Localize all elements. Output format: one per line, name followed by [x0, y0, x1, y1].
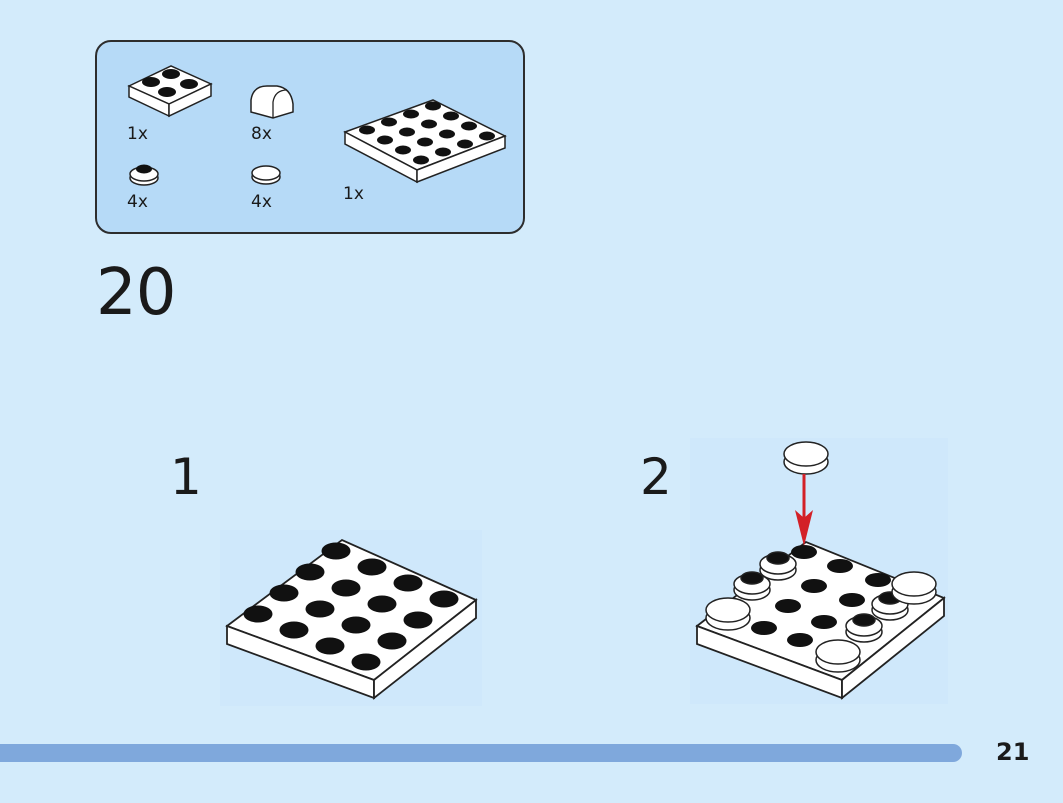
- qty-slope-brick: 8x: [251, 124, 272, 144]
- plate-4x4-assembly-step1: [225, 538, 478, 700]
- qty-round-plate: 4x: [127, 192, 148, 212]
- progress-bar: [0, 744, 962, 762]
- sub-step-1-number: 1: [170, 448, 202, 506]
- plate-4x4-assembly-step2: [695, 540, 946, 700]
- plate-4x4-icon: [343, 99, 507, 184]
- qty-plate-2x2: 1x: [127, 124, 148, 144]
- round-tile-1x1-icon: [251, 165, 281, 185]
- round-tile-falling-icon: [783, 441, 829, 475]
- arrow-down-icon: [795, 474, 813, 546]
- parts-list-box: 1x 8x 4x 4x 1x: [95, 40, 525, 234]
- plate-2x2-icon: [127, 65, 213, 118]
- page-number: 21: [996, 738, 1030, 766]
- step-number: 20: [96, 256, 176, 330]
- round-plate-1x1-icon: [129, 164, 159, 186]
- qty-plate-4x4: 1x: [343, 184, 364, 204]
- sub-step-2-number: 2: [640, 448, 672, 506]
- qty-round-tile: 4x: [251, 192, 272, 212]
- slope-brick-icon: [250, 85, 294, 119]
